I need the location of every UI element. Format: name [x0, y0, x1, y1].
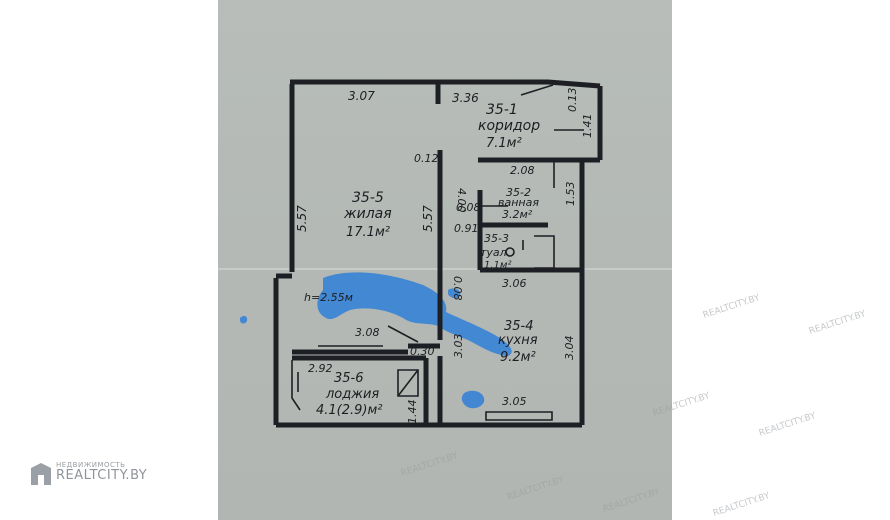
room-kitchen-area: 9.2м²	[500, 350, 536, 365]
dim-kitchen-top: 3.06	[502, 277, 527, 290]
dim-top-mid: 3.36	[452, 91, 479, 105]
room-bathroom-name: ванная	[498, 196, 539, 209]
room-corridor-name: коридор	[478, 118, 540, 134]
watermark-brand: REALTCITY.BY	[56, 468, 148, 483]
paper-fold	[218, 268, 672, 270]
floor-plan-drawing: 3.07 3.36 0.13 1.41 0.12 2.08 1.53 4.00 …	[240, 79, 603, 428]
room-kitchen-name: кухня	[498, 333, 538, 348]
room-kitchen-id: 35-4	[504, 319, 534, 334]
ceiling-height: h=2.55м	[304, 291, 353, 304]
dim-kitchen-wall: 4.00	[455, 188, 468, 213]
room-toilet-id: 35-3	[484, 232, 509, 245]
room-living-id: 35-5	[352, 190, 384, 206]
room-toilet-area: 1.1м²	[484, 260, 511, 271]
ink-stain	[240, 272, 512, 409]
dim-loggia-gap: 0.30	[410, 345, 435, 358]
realtcity-logo-icon	[31, 463, 51, 485]
watermark-tile: REALTCITY.BY	[807, 309, 868, 337]
room-living-name: жилая	[343, 206, 392, 222]
room-loggia-id: 35-6	[334, 371, 364, 386]
room-living-area: 17.1м²	[346, 225, 390, 240]
dim-living-bottom: 3.08	[355, 326, 380, 339]
watermark-tile: REALTCITY.BY	[757, 411, 818, 439]
dim-living-left: 5.57	[295, 205, 309, 232]
dim-bath-top: 2.08	[510, 164, 535, 177]
room-loggia-area: 4.1(2.9)м²	[316, 403, 383, 418]
dim-kitchen-bottom: 3.05	[502, 395, 527, 408]
room-labels: 35-1 коридор 7.1м² 35-2 ванная 3.2м² 35-…	[316, 102, 540, 418]
room-bathroom-id: 35-2	[506, 186, 531, 199]
room-corridor-id: 35-1	[486, 102, 518, 118]
watermark-tile: REALTCITY.BY	[701, 293, 762, 321]
dim-bath-gap: 0.08	[456, 201, 481, 214]
dim-living-right: 5.57	[421, 205, 435, 232]
dim-loggia-right: 1.44	[406, 400, 419, 425]
dimension-labels: 3.07 3.36 0.13 1.41 0.12 2.08 1.53 4.00 …	[295, 88, 594, 425]
watermark-tile: REALTCITY.BY	[711, 491, 772, 519]
details	[291, 84, 584, 421]
dim-bath-right: 1.53	[564, 182, 577, 207]
walls	[273, 79, 603, 428]
dim-wall-gap: 0.12	[414, 152, 439, 165]
dim-kitchen-right: 3.04	[563, 336, 576, 361]
room-bathroom-area: 3.2м²	[502, 208, 533, 221]
room-toilet-name: туал	[480, 246, 507, 259]
dim-kitchen-left: 3.03	[452, 334, 465, 359]
dim-wc-gap: 0.91	[454, 222, 479, 235]
dim-loggia-left: 2.92	[308, 362, 333, 375]
dim-kitchen-gap: 0.08	[451, 276, 464, 301]
dim-corridor-side: 1.41	[581, 114, 594, 139]
room-corridor-area: 7.1м²	[486, 136, 522, 151]
dim-corridor-small: 0.13	[566, 88, 579, 113]
dim-top-left: 3.07	[348, 89, 375, 103]
floor-plan-sheet: 3.07 3.36 0.13 1.41 0.12 2.08 1.53 4.00 …	[218, 0, 672, 520]
watermark-tagline: НЕДВИЖИМОСТЬ	[56, 461, 126, 469]
room-loggia-name: лоджия	[325, 387, 379, 402]
